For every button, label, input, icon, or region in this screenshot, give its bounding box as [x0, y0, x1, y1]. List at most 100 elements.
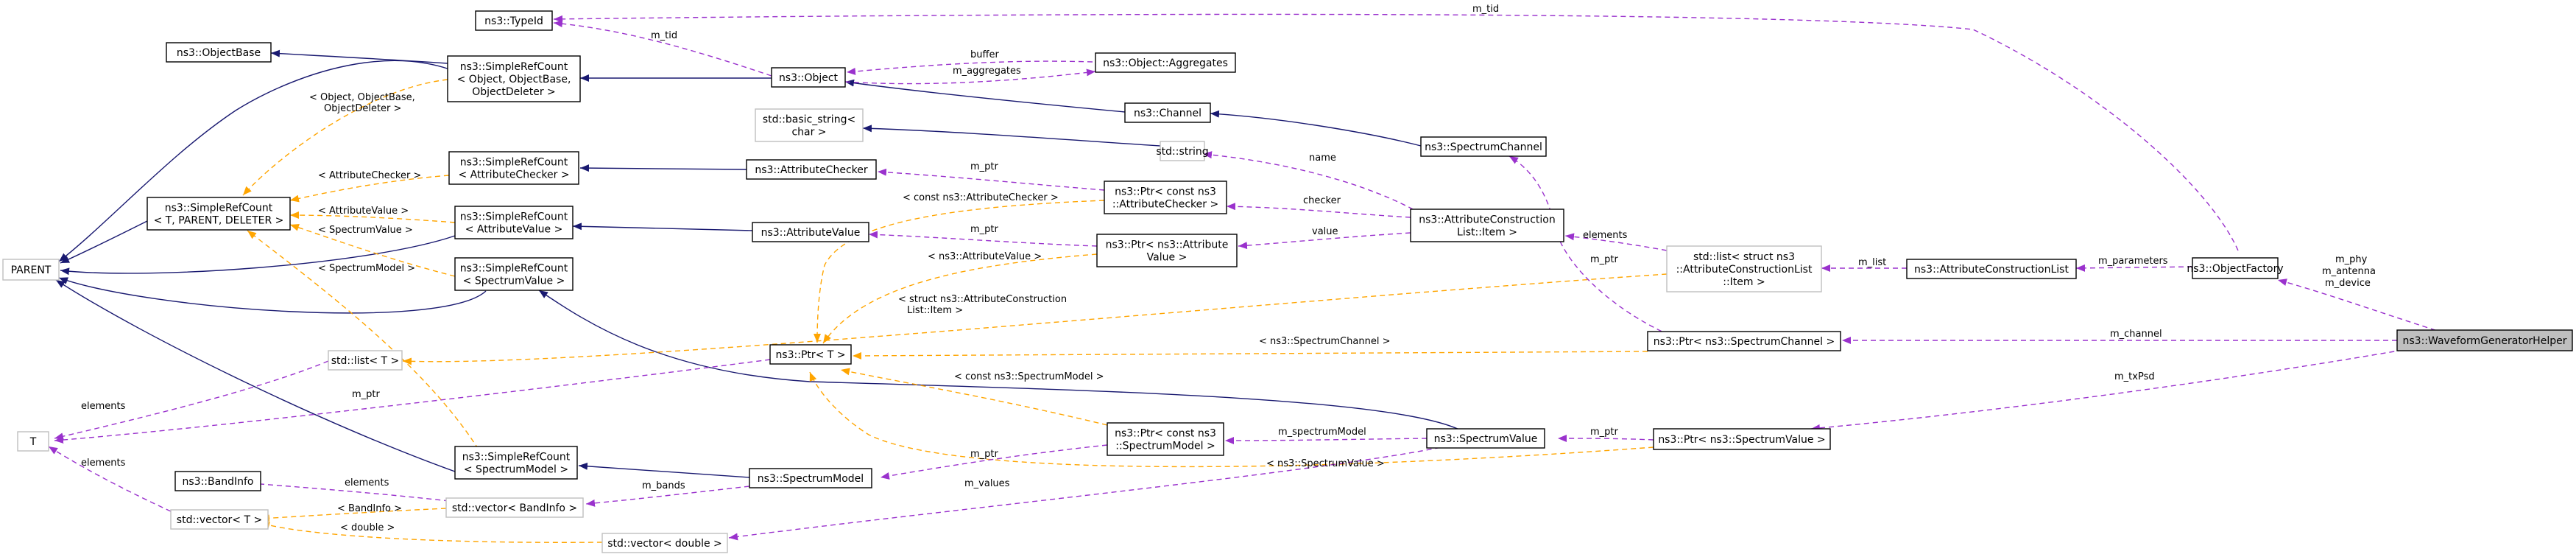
- label-tpl-struct-1: < struct ns3::AttributeConstruction: [898, 294, 1067, 305]
- node-label-line: < AttributeChecker >: [458, 169, 569, 181]
- node-label-line: std::string: [1156, 146, 1208, 158]
- node-label-line: std::list< T >: [331, 355, 400, 367]
- class-node-simplerefcount-spectrummodel[interactable]: ns3::SimpleRefCount< SpectrumModel >: [454, 446, 578, 480]
- class-node-simplerefcount-generic[interactable]: ns3::SimpleRefCount< T, PARENT, DELETER …: [147, 197, 291, 231]
- tpl-ptrvalue: [822, 253, 1098, 344]
- tpl-srcchecker: [289, 175, 450, 203]
- use-object-aggregates: [844, 69, 1096, 85]
- label-m-device: m_device: [2325, 278, 2371, 289]
- node-label-line: ns3::Ptr< ns3::SpectrumChannel >: [1654, 336, 1835, 348]
- use-wfgh-mtxpsd: [1810, 349, 2404, 432]
- class-node-T[interactable]: T: [17, 431, 49, 452]
- label-m-txpsd: m_txPsd: [2114, 371, 2155, 382]
- class-node-ptr-attributevalue[interactable]: ns3::Ptr< ns3::AttributeValue >: [1096, 234, 1238, 267]
- node-label-line: std::vector< double >: [607, 538, 722, 550]
- use-stdlistT-elements: [54, 360, 329, 441]
- label-m-list: m_list: [1858, 257, 1886, 268]
- class-node-attributeconstruction-item[interactable]: ns3::AttributeConstructionList::Item >: [1410, 209, 1564, 242]
- label-checker: checker: [1303, 195, 1341, 206]
- node-label-line: ns3::Ptr< T >: [775, 349, 845, 361]
- class-node-std-list-item[interactable]: std::list< struct ns3::AttributeConstruc…: [1666, 245, 1822, 292]
- node-label-line: ns3::SpectrumChannel: [1425, 141, 1542, 153]
- class-node-std-vector-bandinfo[interactable]: std::vector< BandInfo >: [445, 497, 584, 518]
- node-label-line: ns3::TypeId: [484, 15, 543, 27]
- label-tpl-struct-2: List::Item >: [907, 305, 963, 316]
- class-node-attributeconstructionlist[interactable]: ns3::AttributeConstructionList: [1906, 259, 2077, 279]
- class-node-objectbase[interactable]: ns3::ObjectBase: [166, 42, 272, 63]
- node-label-line: ns3::WaveformGeneratorHelper: [2403, 335, 2567, 347]
- class-node-channel[interactable]: ns3::Channel: [1124, 102, 1211, 123]
- tpl-ptrchecker: [814, 200, 1105, 343]
- node-label-line: ns3::ObjectBase: [177, 47, 261, 59]
- class-node-waveformgeneratorhelper[interactable]: ns3::WaveformGeneratorHelper: [2396, 329, 2573, 351]
- class-node-objectfactory[interactable]: ns3::ObjectFactory: [2187, 257, 2284, 279]
- node-label-line: ns3::SimpleRefCount: [460, 61, 568, 73]
- class-node-spectrumvalue[interactable]: ns3::SpectrumValue: [1426, 428, 1545, 449]
- class-node-attributevalue[interactable]: ns3::AttributeValue: [752, 222, 869, 242]
- node-label-line: ns3::SimpleRefCount: [460, 157, 568, 169]
- class-node-simplerefcount-value[interactable]: ns3::SimpleRefCount< AttributeValue >: [454, 206, 574, 239]
- tpl-srcvalue: [289, 211, 456, 223]
- label-buffer: buffer: [970, 49, 999, 60]
- class-node-bandinfo[interactable]: ns3::BandInfo: [174, 471, 261, 491]
- node-label-line: < AttributeValue >: [465, 224, 563, 236]
- class-node-object[interactable]: ns3::Object: [771, 67, 846, 88]
- class-node-ptr-const-spectrummodel[interactable]: ns3::Ptr< const ns3::SpectrumModel >: [1107, 422, 1224, 456]
- label-value: value: [1312, 226, 1338, 237]
- tpl-stdlistitem: [402, 273, 1668, 365]
- node-label-line: ::AttributeConstructionList: [1676, 264, 1813, 276]
- node-label-line: ns3::BandInfo: [183, 476, 254, 488]
- label-m-antenna: m_antenna: [2322, 266, 2376, 277]
- node-label-line: ns3::ObjectFactory: [2187, 263, 2283, 275]
- node-label-line: std::basic_string<: [763, 114, 855, 126]
- node-label-line: ns3::SimpleRefCount: [460, 263, 568, 275]
- node-label-line: Value >: [1147, 252, 1188, 264]
- class-node-ptr-spectrumchannel[interactable]: ns3::Ptr< ns3::SpectrumChannel >: [1647, 331, 1841, 351]
- class-node-spectrumchannel[interactable]: ns3::SpectrumChannel: [1420, 136, 1547, 157]
- label-tpl-const-checker: < const ns3::AttributeChecker >: [903, 192, 1059, 203]
- class-node-simplerefcount-checker[interactable]: ns3::SimpleRefCount< AttributeChecker >: [448, 151, 579, 185]
- node-label-line: ns3::SimpleRefCount: [462, 452, 571, 463]
- label-m-tid-top: m_tid: [1472, 4, 1499, 15]
- use-ptrspecvalue-mptr: [1557, 435, 1654, 443]
- class-node-simplerefcount-object[interactable]: ns3::SimpleRefCount< Object, ObjectBase,…: [447, 55, 581, 102]
- label-m-aggregates: m_aggregates: [953, 66, 1021, 77]
- label-tpl-object-2: ObjectDeleter >: [324, 103, 401, 114]
- label-m-ptr-model: m_ptr: [970, 449, 999, 460]
- node-label-line: std::vector< T >: [177, 514, 262, 526]
- node-label-line: PARENT: [11, 265, 52, 276]
- class-node-typeid[interactable]: ns3::TypeId: [475, 10, 553, 31]
- tpl-srcspecvalue: [289, 223, 456, 277]
- node-label-line: ObjectDeleter >: [472, 86, 556, 98]
- label-tpl-spectrumchannel: < ns3::SpectrumChannel >: [1259, 336, 1390, 347]
- class-node-std-vector-double[interactable]: std::vector< double >: [601, 533, 728, 553]
- class-node-attributechecker[interactable]: ns3::AttributeChecker: [746, 159, 877, 180]
- class-node-parent[interactable]: PARENT: [2, 259, 60, 281]
- class-node-std-string[interactable]: std::string: [1156, 141, 1209, 161]
- class-node-ptr-T[interactable]: ns3::Ptr< T >: [769, 344, 852, 365]
- tpl-srcspecmodel: [247, 230, 479, 450]
- node-label-line: ns3::AttributeValue: [761, 227, 861, 239]
- node-label-line: ns3::Ptr< ns3::Attribute: [1106, 239, 1229, 251]
- class-node-ptr-spectrumvalue[interactable]: ns3::Ptr< ns3::SpectrumValue >: [1653, 428, 1831, 450]
- label-tpl-object-1: < Object, ObjectBase,: [309, 92, 415, 103]
- class-node-spectrummodel[interactable]: ns3::SpectrumModel: [749, 468, 872, 488]
- node-label-line: ns3::Ptr< ns3::SpectrumValue >: [1658, 434, 1825, 446]
- class-node-ptr-const-attributechecker[interactable]: ns3::Ptr< const ns3::AttributeChecker >: [1104, 181, 1227, 214]
- class-node-simplerefcount-spectrumvalue[interactable]: ns3::SimpleRefCount< SpectrumValue >: [454, 257, 574, 291]
- use-wfgh-factories: [2277, 278, 2445, 334]
- class-node-basic-string[interactable]: std::basic_string<char >: [755, 108, 864, 142]
- use-stdlist-elements: [1564, 233, 1668, 251]
- use-typeid-mtid-object: [553, 20, 772, 77]
- label-tpl-double: < double >: [340, 522, 395, 533]
- label-m-spectrummodel: m_spectrumModel: [1278, 427, 1366, 438]
- node-label-line: < T, PARENT, DELETER >: [154, 215, 284, 227]
- use-typeid-mtid-top: [553, 13, 2239, 251]
- inherit-spectrumvalue-from-refcount: [538, 290, 1463, 432]
- label-m-tid-object: m_tid: [651, 30, 677, 41]
- node-label-line: ns3::SpectrumValue: [1434, 433, 1538, 445]
- class-node-std-vector-T[interactable]: std::vector< T >: [170, 509, 269, 530]
- class-node-std-list-T[interactable]: std::list< T >: [328, 350, 403, 371]
- use-objfactory-mparameters: [2075, 264, 2193, 272]
- class-node-object-aggregates[interactable]: ns3::Object::Aggregates: [1095, 52, 1236, 73]
